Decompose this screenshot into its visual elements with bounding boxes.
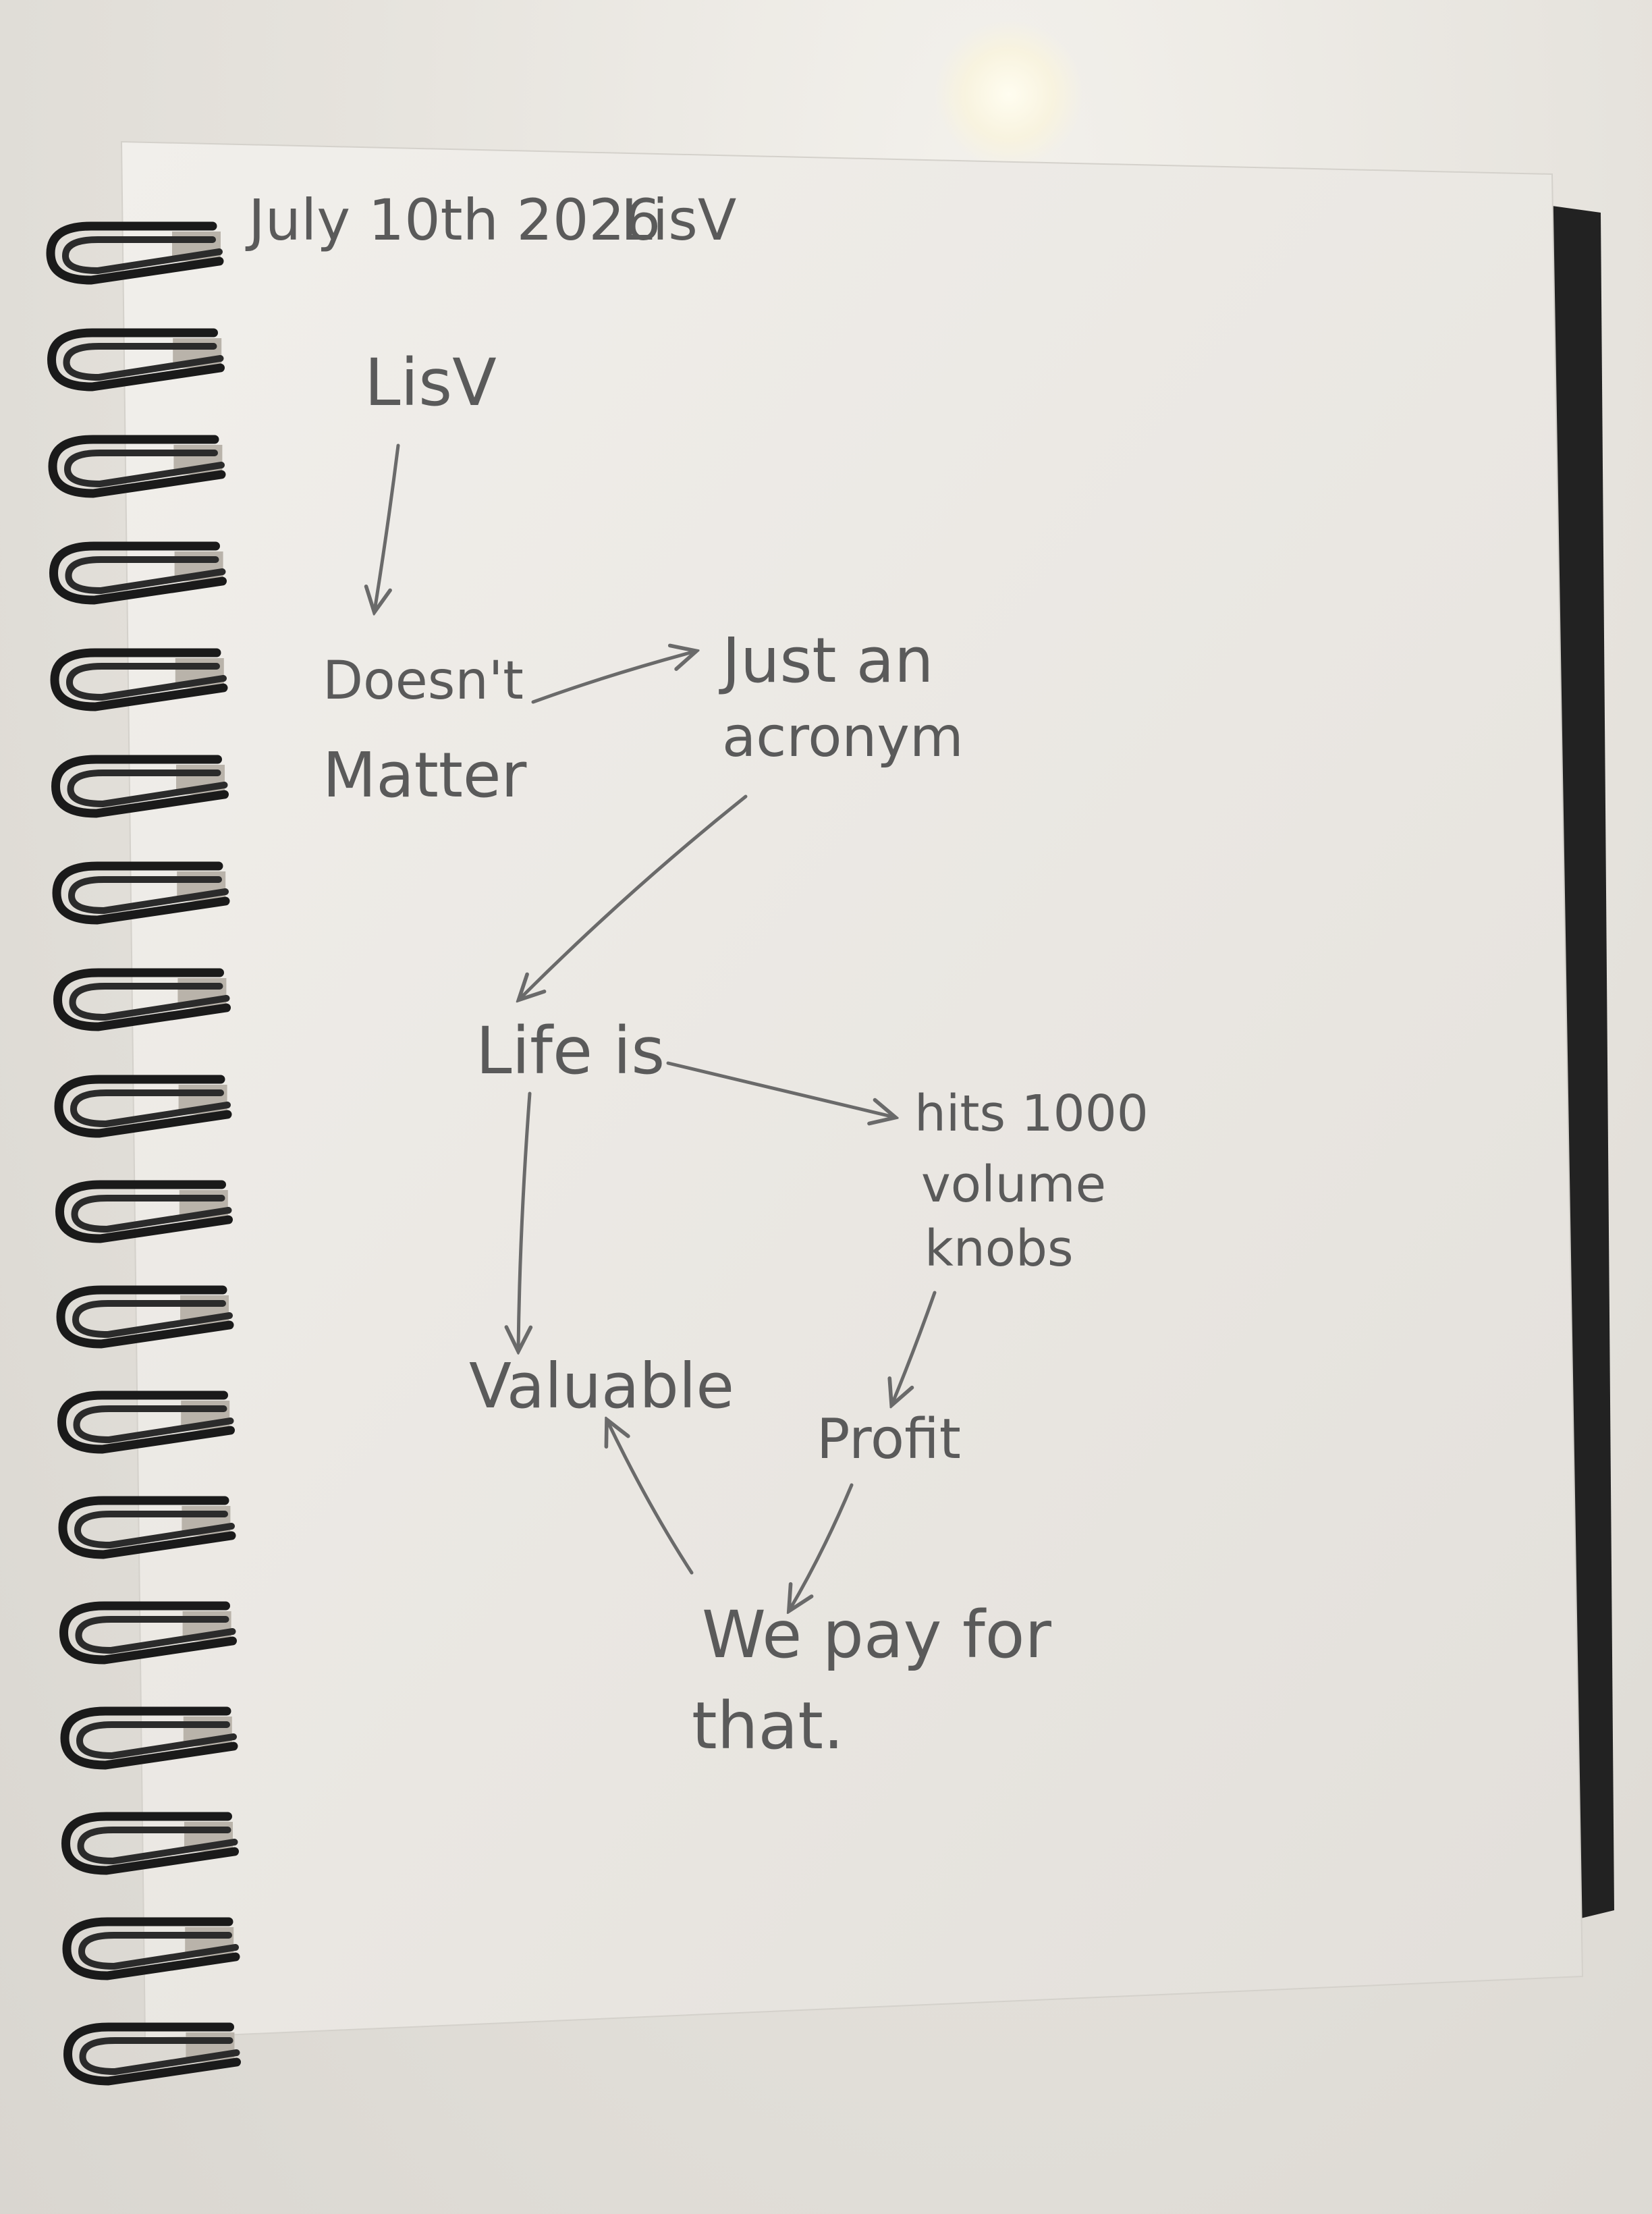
spiral-coil [53, 968, 231, 1031]
spiral-binding [46, 221, 241, 2086]
spiral-coil [54, 1075, 232, 1138]
arrow-life-is-to-valuable [518, 1091, 530, 1350]
spiral-coil [61, 1812, 239, 1875]
spiral-coil [49, 541, 227, 605]
arrow-we-pay-to-valuable [607, 1421, 694, 1575]
node-life-is: Life is [476, 1013, 665, 1089]
node-profit: Profit [817, 1407, 961, 1472]
node-doesnt-matter-line1: Doesn't [323, 651, 524, 711]
spiral-coil-inner [63, 450, 225, 488]
arrow-hits-1000-to-profit [892, 1291, 937, 1404]
spiral-coil [57, 1390, 235, 1454]
spiral-coil [62, 1917, 240, 1980]
spiral-coil [55, 1180, 233, 1243]
spiral-coil-inner [73, 1405, 234, 1444]
node-we-pay-for-line1: We pay for [702, 1597, 1052, 1673]
light-glare [935, 20, 1083, 169]
spiral-coil-inner [77, 1827, 238, 1865]
sketchbook-page [120, 140, 1584, 2040]
spiral-coil-inner [65, 556, 226, 595]
spiral-coil-inner [65, 663, 227, 701]
node-hits-1000-line2: volume [921, 1156, 1106, 1214]
spiral-coil [52, 861, 230, 925]
node-just-an-acronym-line1: Just an [719, 624, 933, 697]
header-name: LisV [621, 187, 736, 253]
spiral-coil-inner [74, 1511, 235, 1549]
spiral-coil-inner [63, 343, 224, 381]
spiral-coil [60, 1706, 238, 1770]
spiral-coil [47, 328, 225, 392]
arrow-profit-to-we-pay [790, 1483, 854, 1610]
spiral-coil-inner [76, 1721, 237, 1760]
node-we-pay-for-line2: that. [692, 1688, 844, 1764]
node-hits-1000-line3: knobs [925, 1220, 1074, 1278]
spiral-coil-inner [61, 236, 223, 275]
arrow-doesnt-matter-to-acronym [531, 651, 695, 704]
node-hits-1000-line1: hits 1000 [914, 1085, 1149, 1143]
spiral-coil [48, 435, 226, 498]
spiral-coil [51, 755, 229, 818]
node-valuable: Valuable [469, 1350, 734, 1422]
node-lisv: LisV [364, 345, 497, 421]
spiral-coil-inner [79, 2037, 240, 2076]
arrow-acronym-to-life-is [520, 794, 748, 999]
spiral-coil-inner [78, 1932, 239, 1970]
spiral-coil [56, 1285, 234, 1349]
spiral-coil-inner [67, 770, 228, 808]
spiral-coil-inner [67, 876, 229, 915]
spiral-coil [59, 1601, 237, 1665]
spiral-coil [63, 2022, 241, 2086]
spiral-coil [46, 221, 224, 285]
spiral-coil-inner [70, 1089, 231, 1128]
node-just-an-acronym-line2: acronym [722, 705, 964, 770]
spiral-coil-inner [72, 1300, 233, 1339]
spiral-coil [50, 648, 228, 711]
spiral-coil-inner [69, 983, 230, 1021]
spiral-coil [58, 1496, 236, 1559]
header-date: July 10th 2026 [245, 187, 661, 253]
arrow-lisv-to-doesnt-matter [375, 443, 400, 611]
spiral-coil-inner [71, 1195, 232, 1233]
node-doesnt-matter-line2: Matter [323, 739, 527, 811]
arrow-life-is-to-hits-1000 [666, 1061, 894, 1117]
spiral-coil-inner [75, 1616, 236, 1654]
